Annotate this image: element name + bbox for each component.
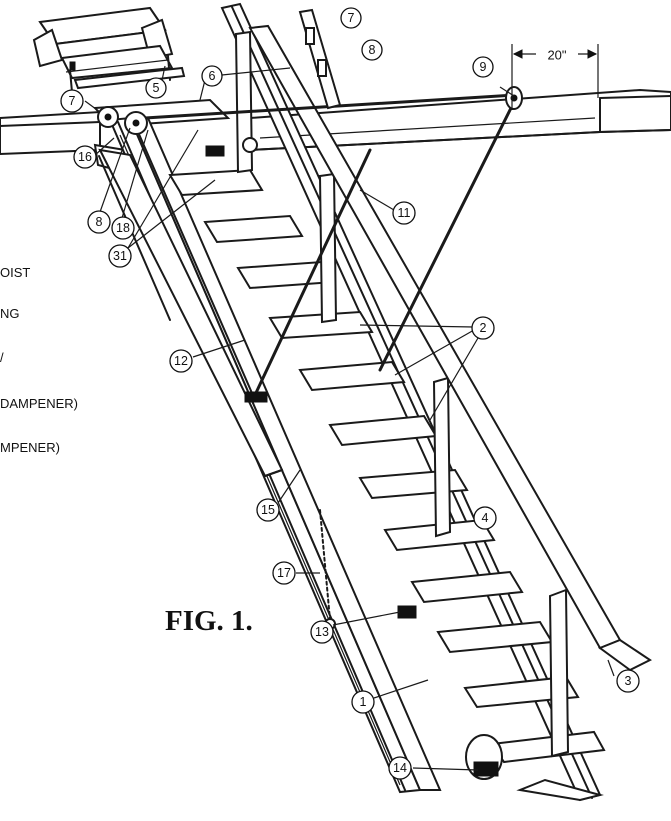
callout-11: 11: [392, 201, 416, 225]
svg-text:17: 17: [277, 566, 291, 580]
side-label-2: NG: [0, 306, 20, 321]
handrail-board: [248, 24, 652, 672]
callout-12: 12: [169, 349, 193, 373]
svg-text:6: 6: [209, 69, 216, 83]
svg-text:8: 8: [96, 215, 103, 229]
svg-text:1: 1: [360, 695, 367, 709]
side-label-4: DAMPENER): [0, 396, 78, 411]
callout-14: 14: [388, 756, 412, 780]
svg-text:13: 13: [315, 625, 329, 639]
svg-text:7: 7: [348, 11, 355, 25]
hinge-strip: [298, 8, 342, 110]
svg-text:9: 9: [480, 60, 487, 74]
callout-9: 9: [472, 56, 494, 78]
pulleys: [97, 106, 258, 157]
callout-15: 15: [256, 498, 280, 522]
ceiling-joist: [249, 88, 671, 152]
top-bracket: [32, 6, 186, 93]
callout-5: 5: [145, 77, 167, 99]
svg-text:8: 8: [369, 43, 376, 57]
callout-8-top: 8: [361, 39, 383, 61]
svg-text:4: 4: [482, 511, 489, 525]
figure-caption: FIG. 1.: [165, 605, 253, 637]
callout-17: 17: [272, 561, 296, 585]
pulley-9: [505, 86, 523, 110]
callouts: 6 5 7 8 9 7 16 8: [60, 7, 640, 780]
callout-8: 8: [87, 210, 111, 234]
svg-text:18: 18: [116, 221, 130, 235]
svg-text:11: 11: [398, 206, 411, 220]
leader-lines: [84, 65, 615, 771]
callout-7-top: 7: [340, 7, 362, 29]
side-label-3: /: [0, 350, 4, 365]
callout-7: 7: [60, 89, 84, 113]
callout-16: 16: [73, 145, 97, 169]
ladder-treads: [168, 168, 606, 764]
svg-text:15: 15: [261, 503, 275, 517]
callout-2: 2: [471, 316, 495, 340]
callout-13: 13: [310, 620, 334, 644]
callout-18: 18: [111, 216, 135, 240]
callout-4: 4: [473, 506, 497, 530]
svg-text:16: 16: [78, 150, 92, 164]
callout-31: 31: [108, 244, 132, 268]
dimension-line: [511, 44, 599, 110]
callout-6: 6: [201, 65, 223, 87]
svg-text:14: 14: [393, 761, 407, 775]
svg-text:12: 12: [174, 354, 188, 368]
callout-3: 3: [616, 669, 640, 693]
side-label-5: MPENER): [0, 440, 60, 455]
side-label-1: OIST: [0, 265, 30, 280]
svg-text:2: 2: [480, 321, 487, 335]
svg-text:31: 31: [113, 249, 127, 263]
stringer-brackets: [244, 391, 503, 780]
hatch-panel: [98, 148, 284, 478]
svg-text:3: 3: [625, 674, 632, 688]
ladder-stringer-right: [220, 2, 604, 802]
dimension-label: 20": [547, 48, 566, 63]
svg-text:7: 7: [69, 94, 76, 108]
callout-1: 1: [351, 690, 375, 714]
svg-text:5: 5: [153, 81, 160, 95]
